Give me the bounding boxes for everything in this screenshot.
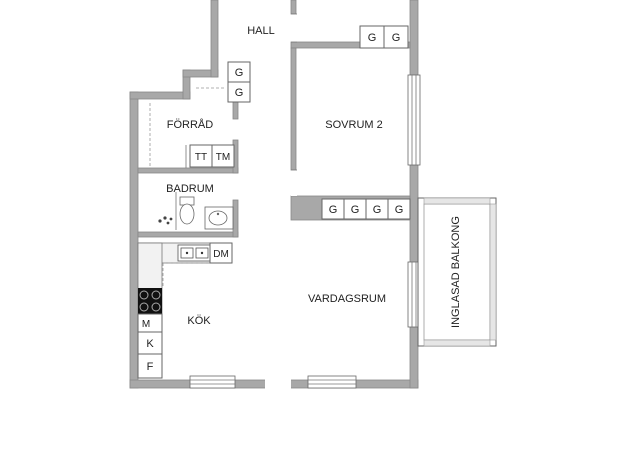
hall-wardrobes: G G G G [227, 25, 409, 103]
wardrobe-label: G [373, 204, 382, 216]
wardrobe-label: G [392, 32, 401, 44]
microwave-label: M [142, 319, 150, 330]
washer-label: TT [195, 152, 207, 163]
wardrobe-label: G [329, 204, 338, 216]
room-labels: HALL SOVRUM 2 FÖRRÅD BADRUM KÖK VARDAGSR… [166, 25, 386, 327]
kok-label: KÖK [187, 315, 211, 327]
forrad-fixtures: TT TM [149, 87, 235, 168]
balcony-label: INGLASAD BALKONG [450, 216, 462, 328]
dishwasher-label: DM [213, 249, 229, 260]
enclosed-balcony: INGLASAD BALKONG [417, 197, 497, 347]
dryer-label: TM [216, 152, 230, 163]
kitchen-fixtures: DM M K F [137, 242, 233, 379]
forrad-label: FÖRRÅD [167, 118, 214, 131]
badrum-fixtures [158, 192, 234, 230]
vardagsrum-label: VARDAGSRUM [308, 293, 386, 305]
wardrobe-label: G [395, 204, 404, 216]
fridge-label: K [146, 338, 154, 350]
hall-label: HALL [247, 25, 275, 37]
windows [189, 74, 421, 389]
bedroom-wardrobes: G G G G [321, 198, 411, 220]
badrum-label: BADRUM [166, 183, 214, 195]
wardrobe-label: G [368, 32, 377, 44]
wardrobe-label: G [235, 87, 244, 99]
wardrobe-label: G [351, 204, 360, 216]
sovrum2-label: SOVRUM 2 [325, 119, 382, 131]
door-openings [291, 13, 297, 196]
wardrobe-label: G [235, 67, 244, 79]
freezer-label: F [147, 361, 154, 373]
